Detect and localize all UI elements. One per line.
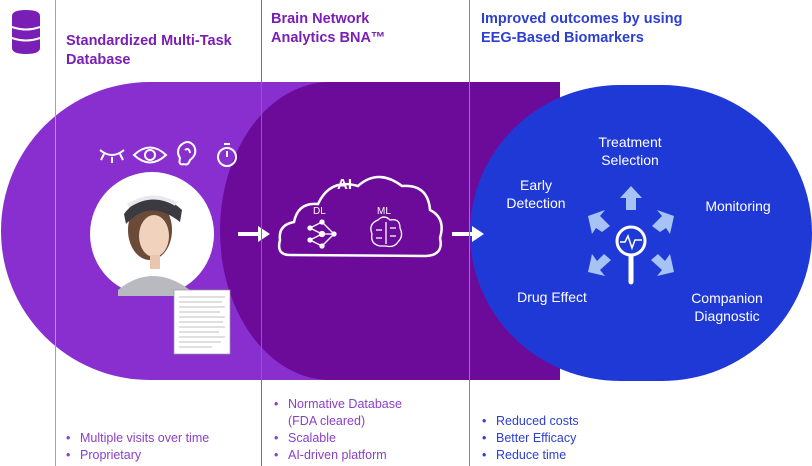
list-item: AI-driven platform: [274, 447, 402, 464]
ear-icon: [177, 141, 197, 166]
person-with-eeg-headset: [118, 195, 190, 296]
database-bullets: Multiple visits over time Proprietary: [66, 430, 209, 464]
arrow-up: [620, 186, 642, 210]
neural-network-icon: [307, 219, 337, 249]
outcome-monitoring: Monitoring: [705, 198, 771, 214]
stopwatch-icon: [217, 143, 237, 167]
arrow-up-right: [652, 210, 674, 234]
bna-band: [220, 82, 560, 380]
divider-middle: [261, 0, 262, 466]
outcome-early-detection: Early Detection: [506, 177, 566, 211]
list-item: Multiple visits over time: [66, 430, 209, 447]
divider-left: [55, 0, 56, 466]
outcome-drug-effect: Drug Effect: [517, 289, 587, 305]
cloud-ml-label: ML: [377, 206, 391, 217]
ai-cloud: [277, 175, 443, 258]
document-sheet: [173, 289, 231, 355]
cloud-ai-label: AI: [337, 176, 352, 193]
outcomes-bullets: Reduced costs Better Efficacy Reduce tim…: [482, 413, 579, 464]
brain-chip-icon: [370, 216, 403, 248]
database-icon: [12, 10, 40, 54]
arrow-down-right: [651, 254, 674, 276]
arrow-down-left: [588, 254, 611, 276]
list-item: Reduced costs: [482, 413, 579, 430]
list-item: Scalable: [274, 430, 402, 447]
list-item: Normative Database (FDA cleared): [274, 396, 402, 430]
search-pulse-icon: [615, 225, 647, 285]
bna-bullets: Normative Database (FDA cleared) Scalabl…: [274, 396, 402, 464]
cloud-dl-label: DL: [313, 206, 326, 217]
arrow-up-left: [588, 210, 610, 234]
list-item: Reduce time: [482, 447, 579, 464]
column-title-outcomes: Improved outcomes by using EEG-Based Bio…: [481, 11, 683, 46]
divider-right: [469, 0, 470, 466]
flow-arrow-2: [452, 226, 484, 242]
column-title-database: Standardized Multi-Task Database: [66, 33, 232, 68]
outcome-companion-diagnostic: Companion Diagnostic: [691, 290, 763, 324]
eye-open-icon: [132, 146, 168, 164]
column-title-bna: Brain Network Analytics BNA™: [271, 11, 386, 46]
outcome-treatment-selection: Treatment Selection: [598, 134, 662, 168]
list-item: Better Efficacy: [482, 430, 579, 447]
list-item: Proprietary: [66, 447, 209, 464]
eye-closed-icon: [99, 149, 125, 163]
radiating-arrows: [588, 186, 674, 276]
